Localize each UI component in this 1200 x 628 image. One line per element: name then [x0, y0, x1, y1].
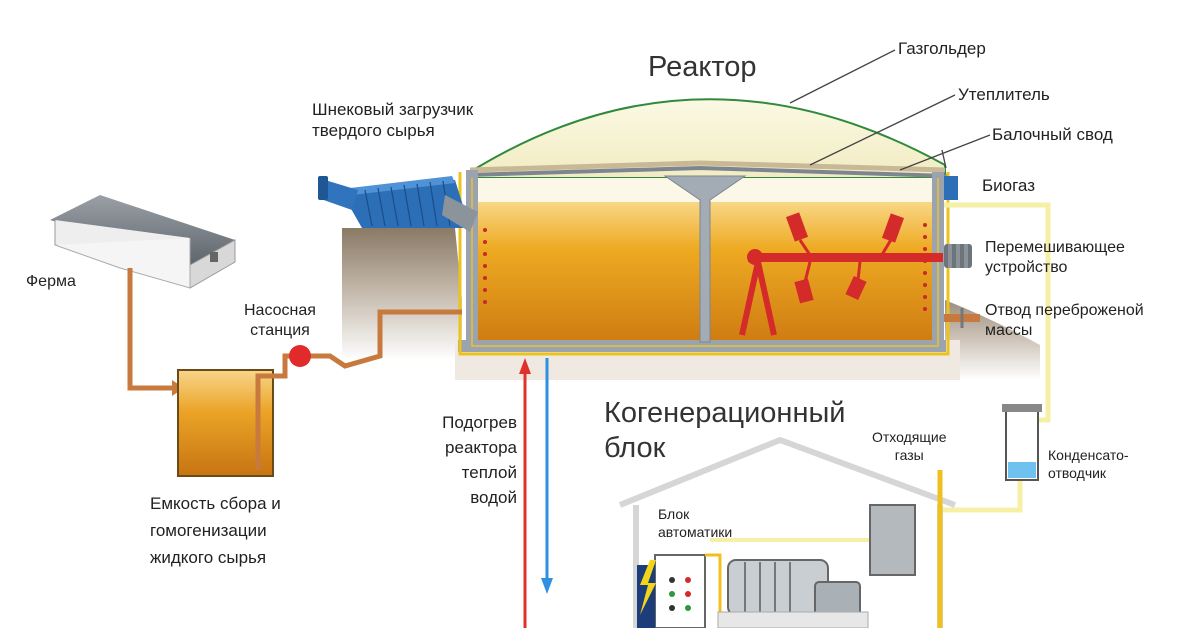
pump-station-icon	[289, 345, 311, 367]
exhaust-gases-label: Отходящие газы	[872, 429, 947, 463]
farm-building	[50, 195, 236, 289]
beam-vault-label: Балочный свод	[992, 125, 1113, 144]
screw-loader-label: Шнековый загрузчик твердого сырья	[312, 100, 474, 140]
reactor-title: Реактор	[648, 51, 757, 83]
engine-generator	[727, 559, 829, 616]
mixer-device	[739, 212, 972, 336]
screw-loader	[318, 176, 478, 232]
storage-tank-label: Емкость сбора и гомогенизации жидкого сы…	[150, 494, 281, 567]
insulation-label: Утеплитель	[958, 85, 1050, 104]
leader-lines	[789, 49, 991, 171]
digestate-outlet-label: Отвод переброженой массы	[985, 302, 1144, 339]
mixer-label: Перемешивающее устройство	[985, 239, 1125, 276]
gas-control-box	[869, 504, 916, 576]
condensate-trap-label: Конденсато- отводчик	[1048, 447, 1129, 481]
condensate-trap	[1002, 404, 1042, 481]
central-column	[663, 175, 747, 343]
automation-cabinet	[654, 554, 706, 628]
farm-label: Ферма	[26, 273, 76, 290]
gasholder-label: Газгольдер	[898, 39, 986, 58]
gas-valve	[944, 176, 958, 200]
automation-unit-label: Блок автоматики	[658, 506, 733, 540]
pump-pipe	[255, 309, 462, 470]
biogas-label: Биогаз	[982, 176, 1035, 195]
cogeneration-title: Когенерационный блок	[604, 397, 846, 464]
beam-vault	[467, 165, 949, 178]
reactor-heating-label: Подогрев реактора теплой водой	[442, 413, 517, 507]
pump-station-label: Насосная станция	[244, 302, 316, 339]
farm-feed-pipe	[127, 268, 178, 391]
insulation-layer	[469, 160, 946, 173]
ground-left	[342, 228, 462, 360]
heating-coils-left	[483, 228, 487, 304]
